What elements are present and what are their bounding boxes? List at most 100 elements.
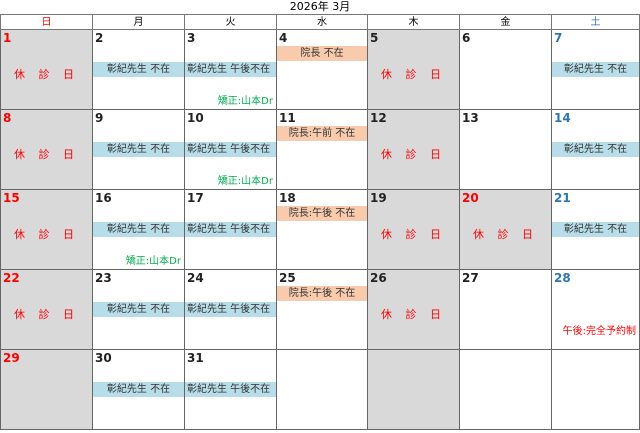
akinori-absent-bar: 彰紀先生 不在 [93,382,184,397]
day-cell[interactable]: 22 休 診 日 [0,269,93,350]
closed-day-label: 休 診 日 [14,308,79,321]
day-number: 25 [279,271,296,285]
weekday-header: 金 [459,14,552,30]
akinori-absent-bar: 彰紀先生 不在 [552,62,639,77]
weekday-header-row: 日月火水木金土 [0,14,640,30]
day-number: 10 [187,111,204,125]
weekday-header: 火 [184,14,277,30]
day-number: 16 [95,191,112,205]
day-number: 29 [3,351,20,365]
day-number: 9 [95,111,104,125]
day-cell[interactable]: 27 [459,269,552,350]
day-number: 2 [95,31,104,45]
day-cell[interactable] [459,349,552,430]
day-number: 4 [279,31,288,45]
akinori-absent-bar: 彰紀先生 不在 [552,222,639,237]
day-number: 14 [554,111,571,125]
day-cell[interactable]: 2 彰紀先生 不在 [92,29,185,110]
day-number: 13 [462,111,479,125]
weekday-header: 水 [276,14,368,30]
day-cell[interactable] [276,349,368,430]
akinori-pm-absent-bar: 彰紀先生 午後不在 [185,222,276,237]
director-pm-absent-bar: 院長:午後 不在 [277,286,367,301]
day-cell[interactable]: 17 彰紀先生 午後不在 [184,189,277,270]
day-number: 31 [187,351,204,365]
day-number: 20 [462,191,479,205]
day-cell[interactable]: 29 [0,349,93,430]
closed-day-label: 休 診 日 [14,68,79,81]
akinori-pm-absent-bar: 彰紀先生 午後不在 [185,62,276,77]
day-cell[interactable]: 13 [459,109,552,190]
day-number: 17 [187,191,204,205]
weekday-header: 日 [0,14,93,30]
day-cell[interactable]: 26 休 診 日 [367,269,460,350]
day-cell[interactable]: 16 彰紀先生 不在矯正:山本Dr [92,189,185,270]
day-cell[interactable]: 8 休 診 日 [0,109,93,190]
day-number: 21 [554,191,571,205]
day-number: 8 [3,111,12,125]
akinori-pm-absent-bar: 彰紀先生 午後不在 [185,302,276,317]
day-number: 22 [3,271,20,285]
day-cell[interactable]: 21 彰紀先生 不在 [551,189,640,270]
closed-day-label: 休 診 日 [381,68,446,81]
orthodontics-note: 矯正:山本Dr [125,256,181,267]
day-number: 3 [187,31,196,45]
akinori-absent-bar: 彰紀先生 不在 [552,142,639,157]
day-number: 26 [370,271,387,285]
day-cell[interactable]: 7 彰紀先生 不在 [551,29,640,110]
closed-day-label: 休 診 日 [381,148,446,161]
day-number: 19 [370,191,387,205]
day-number: 5 [370,31,379,45]
day-cell[interactable]: 5 休 診 日 [367,29,460,110]
day-number: 28 [554,271,571,285]
day-number: 18 [279,191,296,205]
day-number: 23 [95,271,112,285]
akinori-absent-bar: 彰紀先生 不在 [93,302,184,317]
day-number: 1 [3,31,12,45]
day-number: 24 [187,271,204,285]
closed-day-label: 休 診 日 [473,228,538,241]
day-cell[interactable]: 30 彰紀先生 不在 [92,349,185,430]
akinori-absent-bar: 彰紀先生 不在 [93,62,184,77]
day-number: 6 [462,31,471,45]
orthodontics-note: 矯正:山本Dr [217,96,273,107]
director-pm-absent-bar: 院長:午後 不在 [277,206,367,221]
day-cell[interactable]: 3 彰紀先生 午後不在矯正:山本Dr [184,29,277,110]
director-am-absent-bar: 院長:午前 不在 [277,126,367,141]
day-cell[interactable]: 1 休 診 日 [0,29,93,110]
day-cell[interactable]: 24 彰紀先生 午後不在 [184,269,277,350]
day-cell[interactable]: 20 休 診 日 [459,189,552,270]
day-cell[interactable]: 14 彰紀先生 不在 [551,109,640,190]
day-cell[interactable]: 23 彰紀先生 不在 [92,269,185,350]
closed-day-label: 休 診 日 [14,148,79,161]
day-number: 30 [95,351,112,365]
closed-day-label: 休 診 日 [381,308,446,321]
day-cell[interactable]: 6 [459,29,552,110]
day-cell[interactable] [367,349,460,430]
akinori-pm-absent-bar: 彰紀先生 午後不在 [185,142,276,157]
day-number: 7 [554,31,563,45]
director-absent-bar: 院長 不在 [277,46,367,61]
day-cell[interactable] [551,349,640,430]
weekday-header: 土 [551,14,640,30]
calendar-title: 2026年 3月 [289,0,351,13]
day-number: 11 [279,111,296,125]
akinori-absent-bar: 彰紀先生 不在 [93,222,184,237]
